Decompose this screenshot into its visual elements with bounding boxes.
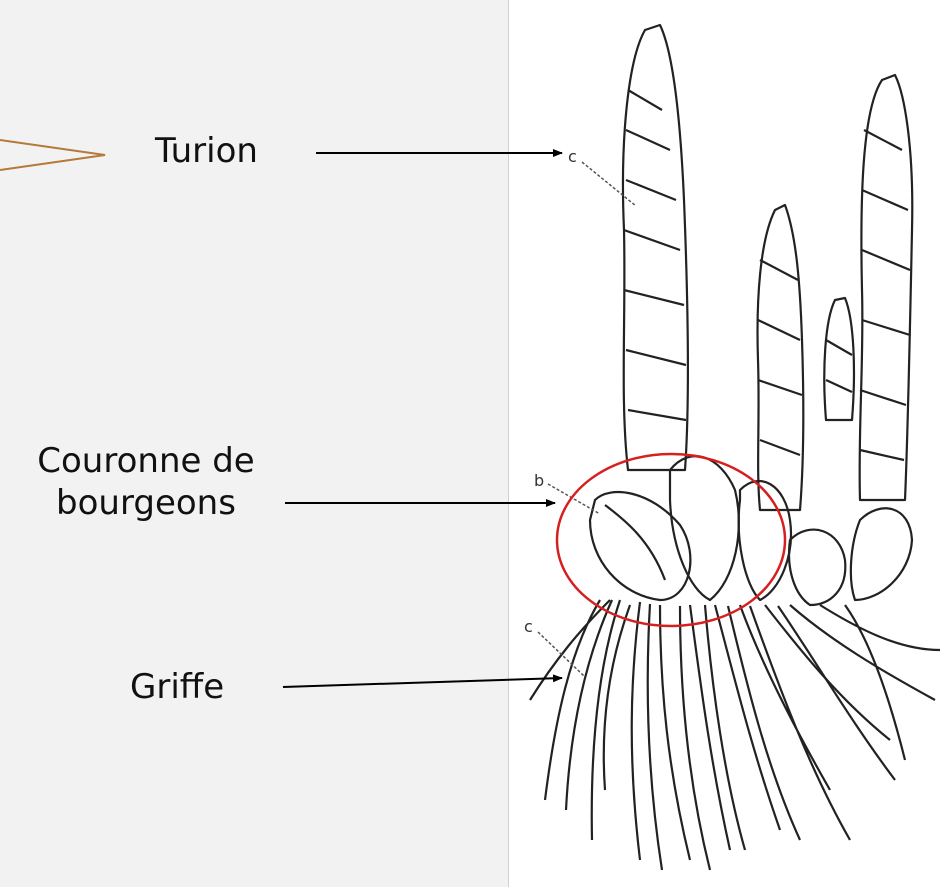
drawing-letter-a: c (568, 147, 577, 166)
leader-line-a (582, 162, 636, 206)
label-couronne-de-bourgeons: Couronne de bourgeons (0, 440, 292, 524)
decorative-chevron-icon (0, 140, 105, 170)
label-couronne-line1: Couronne de (0, 440, 292, 482)
griffe-arrow (283, 678, 562, 687)
label-griffe: Griffe (130, 666, 224, 708)
label-turion: Turion (155, 130, 258, 172)
leader-line-c (538, 632, 584, 676)
label-couronne-line2: bourgeons (0, 482, 292, 524)
drawing-letter-b: b (534, 471, 544, 490)
leader-line-b (548, 484, 600, 514)
drawing-letter-c: c (524, 617, 533, 636)
asparagus-plant-drawing (530, 25, 940, 870)
